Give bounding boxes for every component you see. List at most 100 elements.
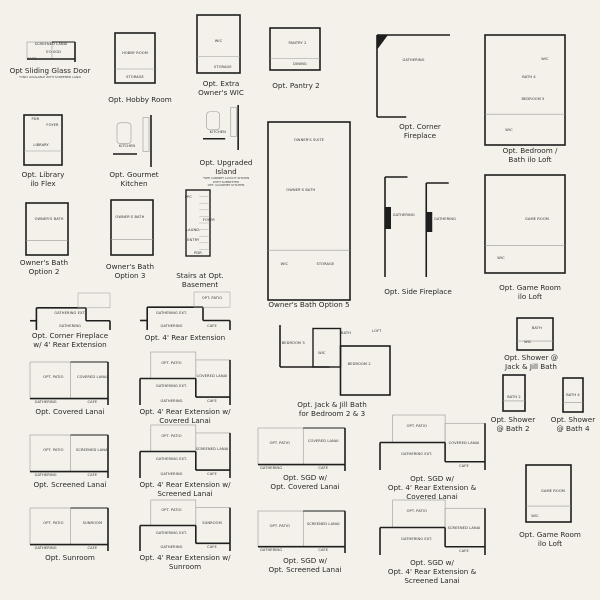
room-label: KITCHEN xyxy=(118,144,136,149)
room-label: GATHERING xyxy=(160,471,183,476)
plan-walls xyxy=(267,121,351,301)
room-label: STORAGE xyxy=(213,65,232,70)
room-label: FOYER xyxy=(46,122,59,127)
room-label: BEDROOM 2 xyxy=(347,361,371,366)
floor-plan-drawing: BATH 4 xyxy=(562,377,584,413)
room-label: COVERED LANAI xyxy=(77,374,108,379)
room-label: CAFE xyxy=(207,544,217,549)
room-label: LOFT xyxy=(372,328,382,333)
room-label: GATHERING xyxy=(34,399,57,404)
room-label: GATHERING xyxy=(58,324,82,329)
option-note: *SEE CABINET LAYOUT SHOWN WITH SUBMITTED… xyxy=(202,176,250,188)
room-label: COVERED LANAI xyxy=(448,440,480,445)
room-label: OPT. PATIO xyxy=(43,447,64,452)
plan-walls xyxy=(269,27,321,71)
room-label: BATH 4 xyxy=(566,392,580,397)
room-label: GAME ROOM xyxy=(541,488,565,493)
room-label: GATHERING EXT. xyxy=(401,536,433,541)
room-label: PANTRY 2 xyxy=(288,40,307,45)
room-label: OPT. PATIO xyxy=(201,295,223,300)
plan-walls xyxy=(257,510,346,553)
option-caption: Opt. Pantry 2 xyxy=(272,81,320,90)
room-label: OPT. PATIO xyxy=(269,440,290,445)
option-caption: Opt. Covered Lanai xyxy=(35,407,105,416)
room-label: OPT. PATIO xyxy=(269,523,290,528)
option-caption: Opt. Game Room ilo Loft xyxy=(499,283,561,301)
room-label: BATH xyxy=(341,331,351,336)
option-caption: Opt. Screened Lanai xyxy=(33,480,107,489)
option-caption: Opt. Bedroom / Bath ilo Loft xyxy=(502,146,558,164)
room-label: BATH xyxy=(531,325,542,330)
room-label: OWNER'S SUITE xyxy=(294,137,324,142)
floor-plan-drawing: BATH WIC xyxy=(516,317,554,351)
option-caption: Opt. Shower @ Bath 2 xyxy=(490,415,536,433)
room-label: WIC xyxy=(531,514,539,519)
option-caption: Opt. SGD w/ Opt. Covered Lanai xyxy=(270,473,340,491)
plan-walls xyxy=(29,507,109,551)
room-label: CAFE xyxy=(207,398,217,403)
room-label: 5'0 SGD xyxy=(45,49,62,54)
option-caption: Opt. 4' Rear Extension w/ Covered Lanai xyxy=(139,407,231,425)
room-label: PPC xyxy=(184,194,192,199)
room-label: WIC xyxy=(524,339,532,344)
option-caption: Opt. 4' Rear Extension w/ Screened Lanai xyxy=(139,480,231,498)
room-label: OPT. PATIO xyxy=(161,508,182,513)
room-label: GATHERING xyxy=(392,212,415,217)
room-label: OWNER'S BATH xyxy=(115,214,145,219)
option-caption: Opt. Upgraded Island xyxy=(199,158,253,176)
plan-walls xyxy=(30,292,111,330)
room-label: GATHERING xyxy=(160,398,183,403)
option-caption: Opt. SGD w/ Opt. Screened Lanai xyxy=(268,556,342,574)
plan-walls xyxy=(379,499,486,555)
plan-walls xyxy=(25,202,69,256)
floor-plan-drawing: OWNER'S BATH xyxy=(110,199,154,256)
room-label: STORAGE xyxy=(126,74,144,79)
room-label: WIC xyxy=(541,57,549,62)
room-label: GATHERING EXT. xyxy=(155,531,188,536)
room-label: SUNROOM xyxy=(82,520,103,525)
room-label: GATHERING xyxy=(160,544,183,549)
room-label: PDR xyxy=(194,250,202,255)
plan-walls xyxy=(139,351,231,405)
plan-walls xyxy=(516,317,554,351)
room-label: PDR xyxy=(31,116,40,121)
room-label: DINING xyxy=(293,61,307,66)
room-label: SCREENED LANAI xyxy=(195,446,229,451)
room-label: GATHERING xyxy=(160,324,183,329)
floor-plan-drawing: OPT. PATIO COVERED LANAI GATHERING CAFE xyxy=(29,361,109,405)
room-label: OPT. PATIO xyxy=(43,520,64,525)
room-label: GATHERING EXT. xyxy=(155,384,188,389)
plan-walls xyxy=(484,34,566,146)
plan-walls xyxy=(379,414,486,470)
room-label: GATHERING EXT. xyxy=(54,311,86,316)
room-label: CAFE xyxy=(87,399,98,404)
room-label: OPT. PATIO xyxy=(43,374,64,379)
